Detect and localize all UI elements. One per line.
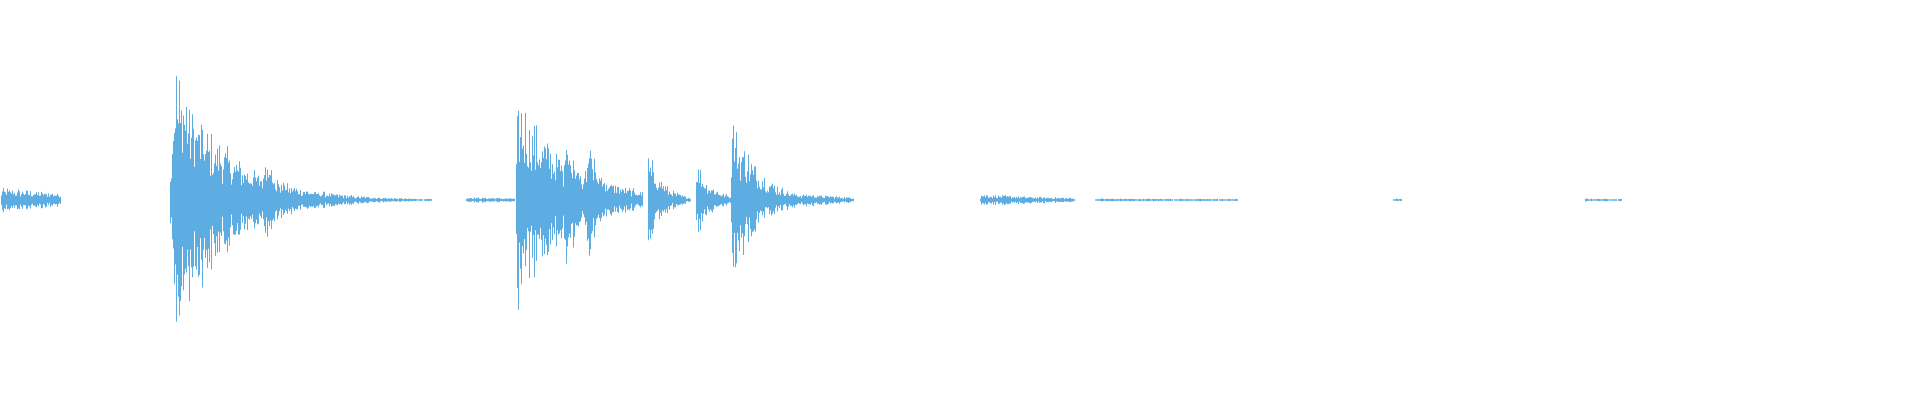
waveform-bars — [1, 76, 1622, 322]
waveform-path — [1, 76, 1622, 322]
